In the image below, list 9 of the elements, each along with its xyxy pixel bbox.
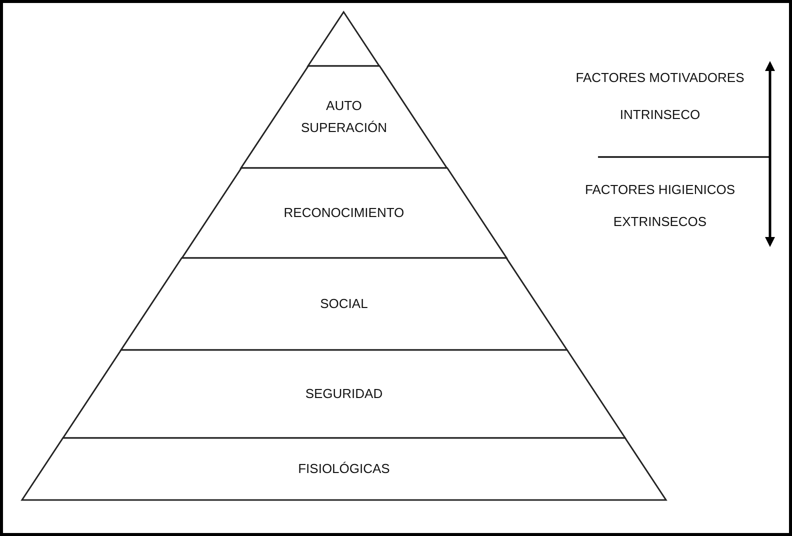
level-label: AUTO SUPERACIÓN xyxy=(300,97,388,137)
level-label: SOCIAL xyxy=(319,295,369,313)
factor-label: INTRINSECO xyxy=(618,107,702,122)
level-label: RECONOCIMIENTO xyxy=(282,204,406,222)
level-label: SEGURIDAD xyxy=(304,385,384,403)
factor-label: FACTORES MOTIVADORES xyxy=(575,70,745,85)
level-label: FISIOLÓGICAS xyxy=(297,460,391,478)
factor-label: FACTORES HIGIENICOS xyxy=(584,182,736,197)
factor-label: EXTRINSECOS xyxy=(612,214,708,229)
